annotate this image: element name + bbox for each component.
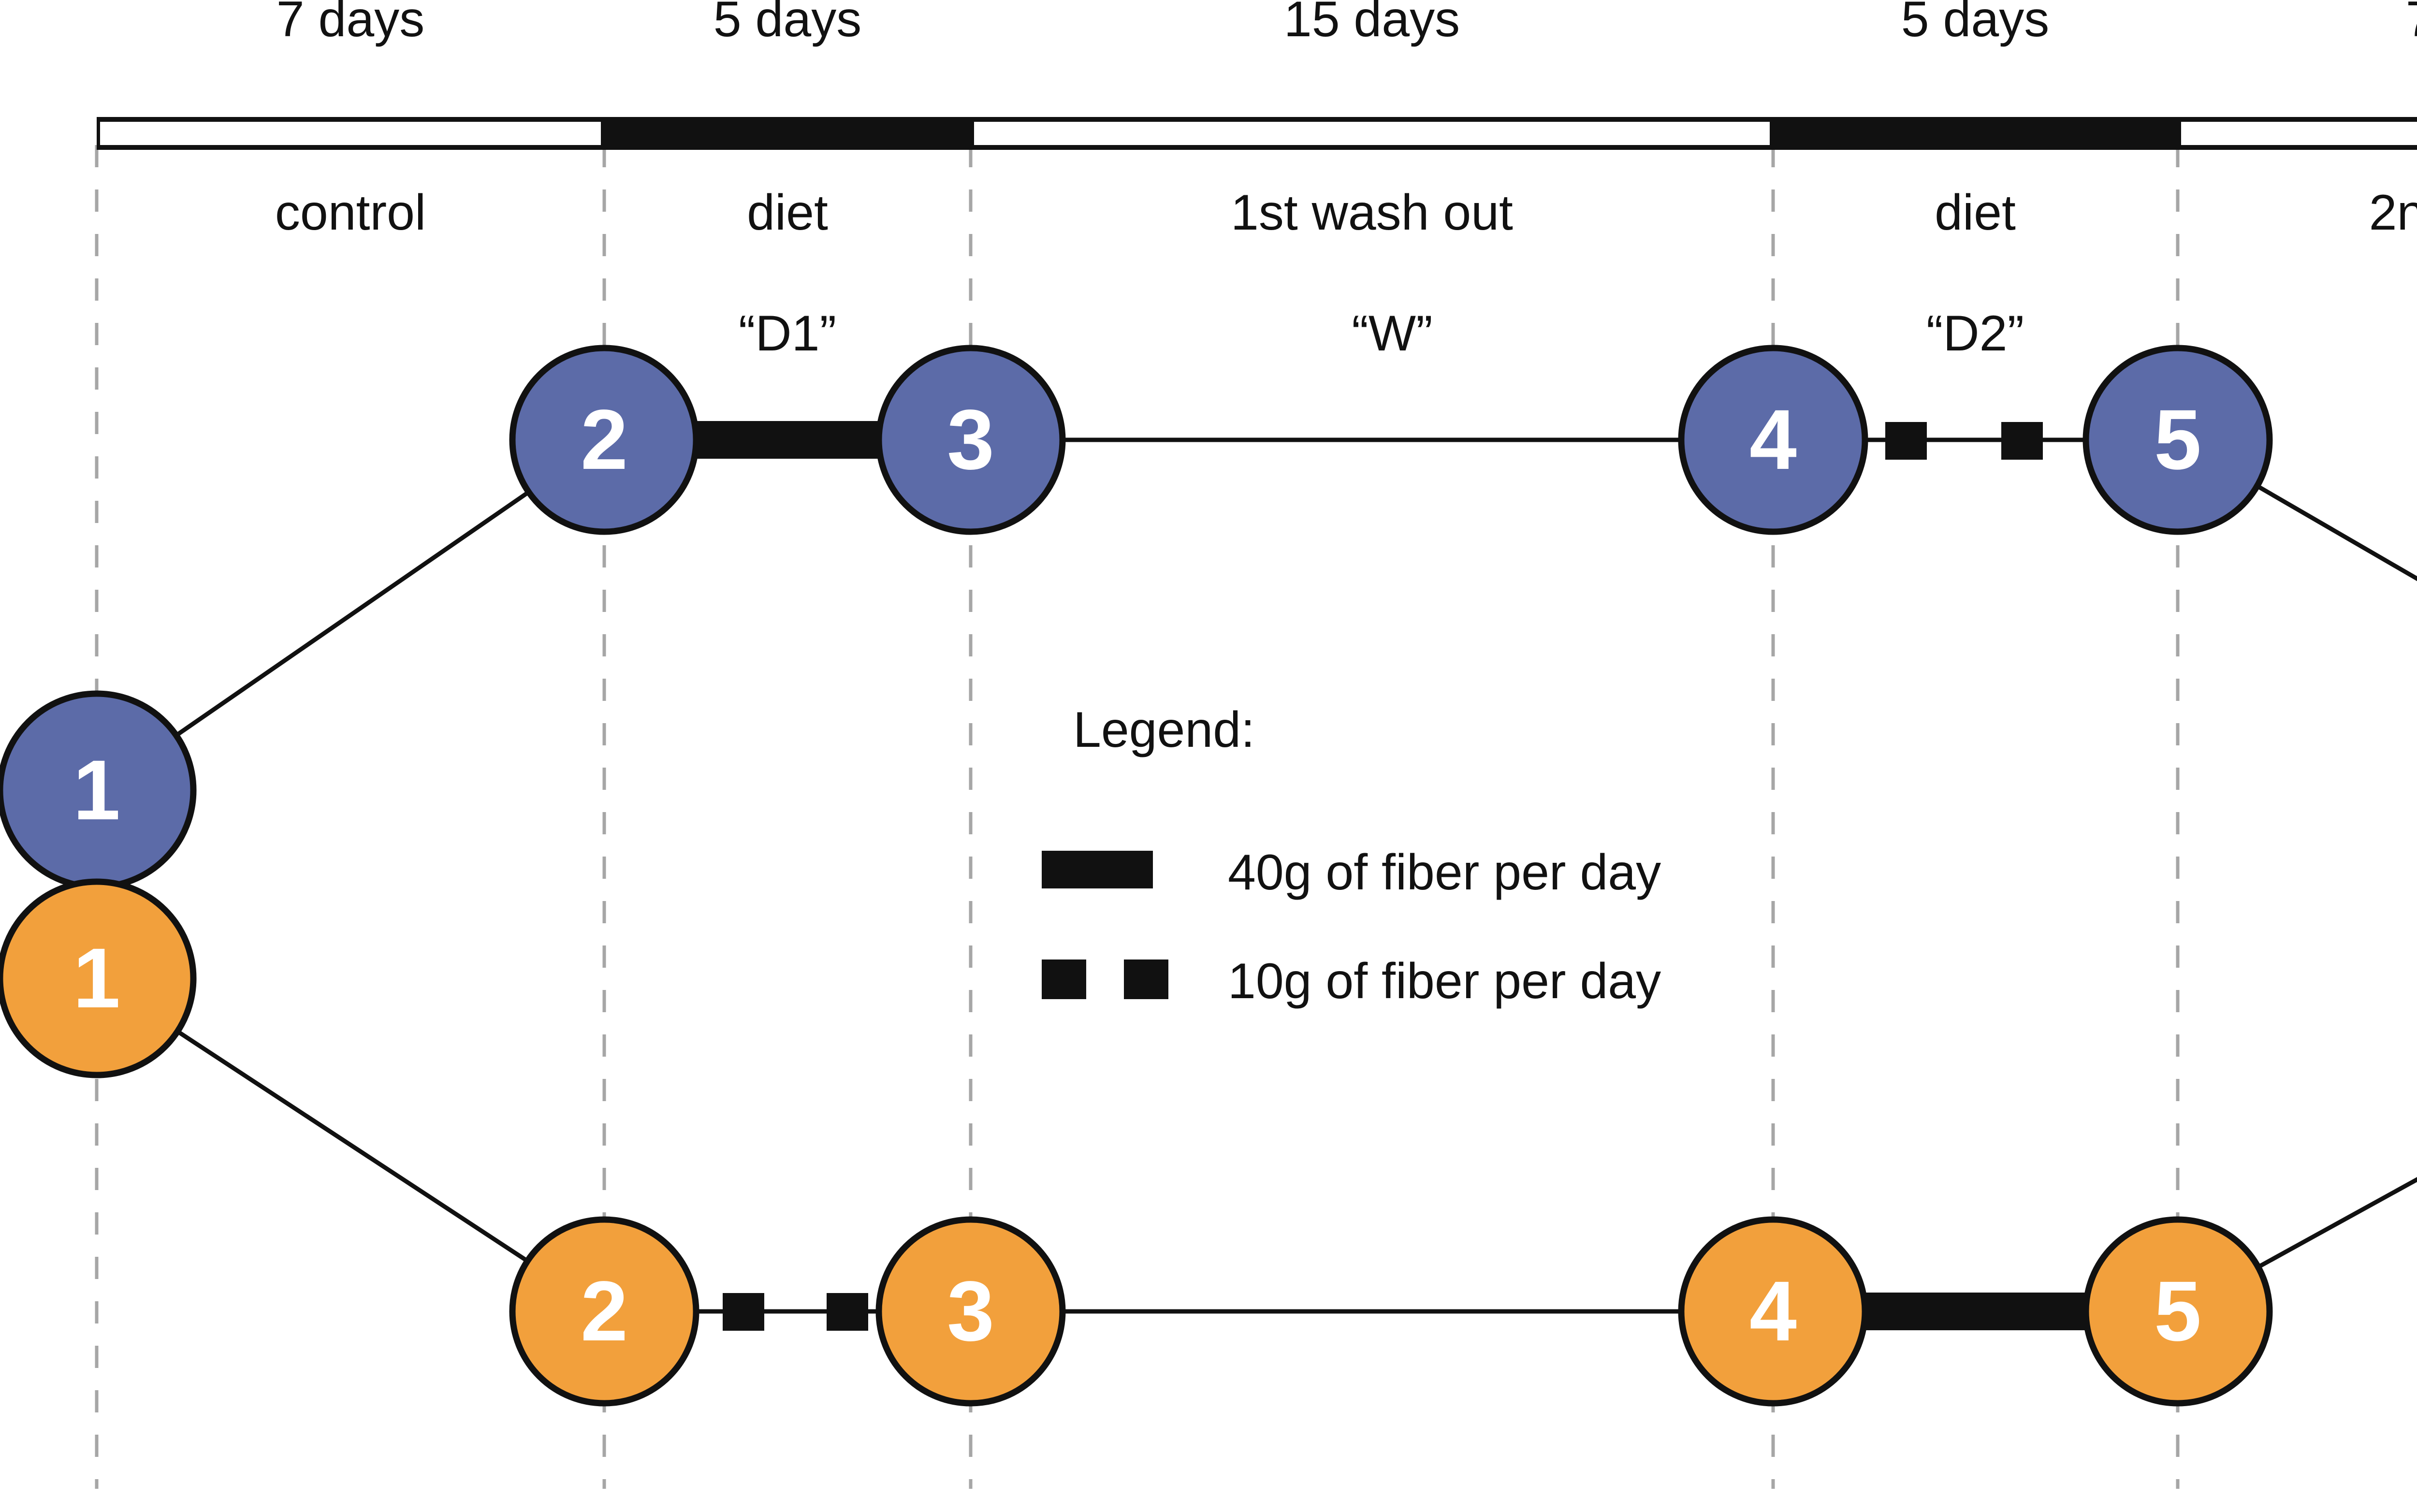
node-blue-2[interactable]: 2 — [509, 345, 699, 535]
node-orange-4-label: 4 — [1749, 1264, 1797, 1359]
legend-swatch-solid-bar — [1042, 851, 1153, 888]
duration-labels: 7 days 5 days 15 days 5 days 7 days — [277, 0, 2417, 47]
node-blue-5-circle[interactable] — [2082, 345, 2273, 535]
node-blue-2-circle[interactable] — [509, 345, 699, 535]
node-orange-3-label: 3 — [947, 1264, 994, 1359]
node-blue-1-label: 1 — [73, 743, 120, 838]
legend-title: Legend: — [1073, 702, 1255, 758]
period-code-d1: “D1” — [739, 305, 836, 362]
node-orange-3[interactable]: 3 — [875, 1216, 1066, 1407]
edge-blue-1-2 — [95, 438, 606, 792]
phase-label-control: control — [275, 185, 426, 241]
period-code-labels: “D1” “W” “D2” — [739, 305, 2024, 362]
node-blue-2-label: 2 — [581, 393, 628, 487]
timeline-segment-washout-2 — [2181, 122, 2417, 145]
edge-orange-2-3-dash-2 — [827, 1293, 868, 1331]
phase-label-washout-1: 1st wash out — [1231, 185, 1513, 241]
node-orange-5-circle[interactable] — [2082, 1216, 2273, 1407]
edge-blue-5-6 — [2176, 438, 2417, 582]
node-blue-3-label: 3 — [947, 393, 994, 487]
node-blue-1[interactable]: 1 — [0, 690, 197, 890]
node-orange-5[interactable]: 5 — [2082, 1216, 2273, 1407]
arm-blue-nodes: 1 2 3 4 5 6 — [0, 345, 2273, 890]
phase-labels: control diet 1st wash out diet 2nd wash … — [275, 185, 2417, 241]
edge-orange-2-3-dash-1 — [723, 1293, 764, 1331]
node-blue-3[interactable]: 3 — [875, 345, 1066, 535]
phase-label-diet-2: diet — [1935, 185, 2016, 241]
node-orange-4[interactable]: 4 — [1678, 1216, 1868, 1407]
edge-blue-4-5-dash-1 — [1885, 422, 1927, 460]
duration-label-control: 7 days — [277, 0, 424, 47]
arm-blue-edges — [95, 421, 2417, 792]
gridlines — [95, 145, 2180, 1489]
edge-blue-4-5-dash-2 — [2001, 422, 2043, 460]
node-orange-1-circle[interactable] — [0, 878, 197, 1078]
edge-orange-1-2 — [95, 976, 606, 1313]
period-code-w: “W” — [1352, 305, 1432, 362]
node-orange-1-label: 1 — [73, 931, 120, 1026]
timeline-bar — [97, 117, 2417, 150]
arm-orange-nodes: 1 2 3 4 5 6 — [0, 878, 2273, 1407]
legend-swatch-dash-2 — [1124, 960, 1168, 999]
node-orange-5-label: 5 — [2154, 1264, 2201, 1359]
duration-label-washout-2: 7 days — [2406, 0, 2417, 47]
legend-label-40g: 40g of fiber per day — [1228, 844, 1661, 901]
node-orange-3-circle[interactable] — [875, 1216, 1066, 1407]
timeline-segment-diet-2 — [1773, 117, 2178, 150]
node-orange-4-circle[interactable] — [1678, 1216, 1868, 1407]
node-blue-3-circle[interactable] — [875, 345, 1066, 535]
duration-label-diet-2: 5 days — [1901, 0, 2049, 47]
duration-label-diet-1: 5 days — [713, 0, 861, 47]
node-orange-2[interactable]: 2 — [509, 1216, 699, 1407]
legend-swatch-dash-1 — [1042, 960, 1086, 999]
arm-orange-edges — [95, 976, 2417, 1331]
duration-label-washout-1: 15 days — [1284, 0, 1460, 47]
node-blue-5[interactable]: 5 — [2082, 345, 2273, 535]
timeline-segment-control — [100, 122, 601, 145]
timeline-segment-diet-1 — [604, 117, 971, 150]
phase-label-diet-1: diet — [747, 185, 828, 241]
node-blue-5-label: 5 — [2154, 393, 2201, 487]
legend: Legend: 40g of fiber per day 10g of fibe… — [1042, 702, 1661, 1009]
edge-orange-5-6 — [2176, 1177, 2417, 1313]
node-blue-4-label: 4 — [1749, 393, 1797, 487]
node-orange-2-circle[interactable] — [509, 1216, 699, 1407]
node-orange-2-label: 2 — [581, 1264, 628, 1359]
timeline-segment-washout-1 — [974, 122, 1770, 145]
period-code-d2: “D2” — [1926, 305, 2024, 362]
legend-label-10g: 10g of fiber per day — [1228, 953, 1661, 1009]
node-blue-4-circle[interactable] — [1678, 345, 1868, 535]
node-blue-4[interactable]: 4 — [1678, 345, 1868, 535]
phase-label-washout-2: 2nd wash out — [2369, 185, 2417, 241]
node-orange-1[interactable]: 1 — [0, 878, 197, 1078]
